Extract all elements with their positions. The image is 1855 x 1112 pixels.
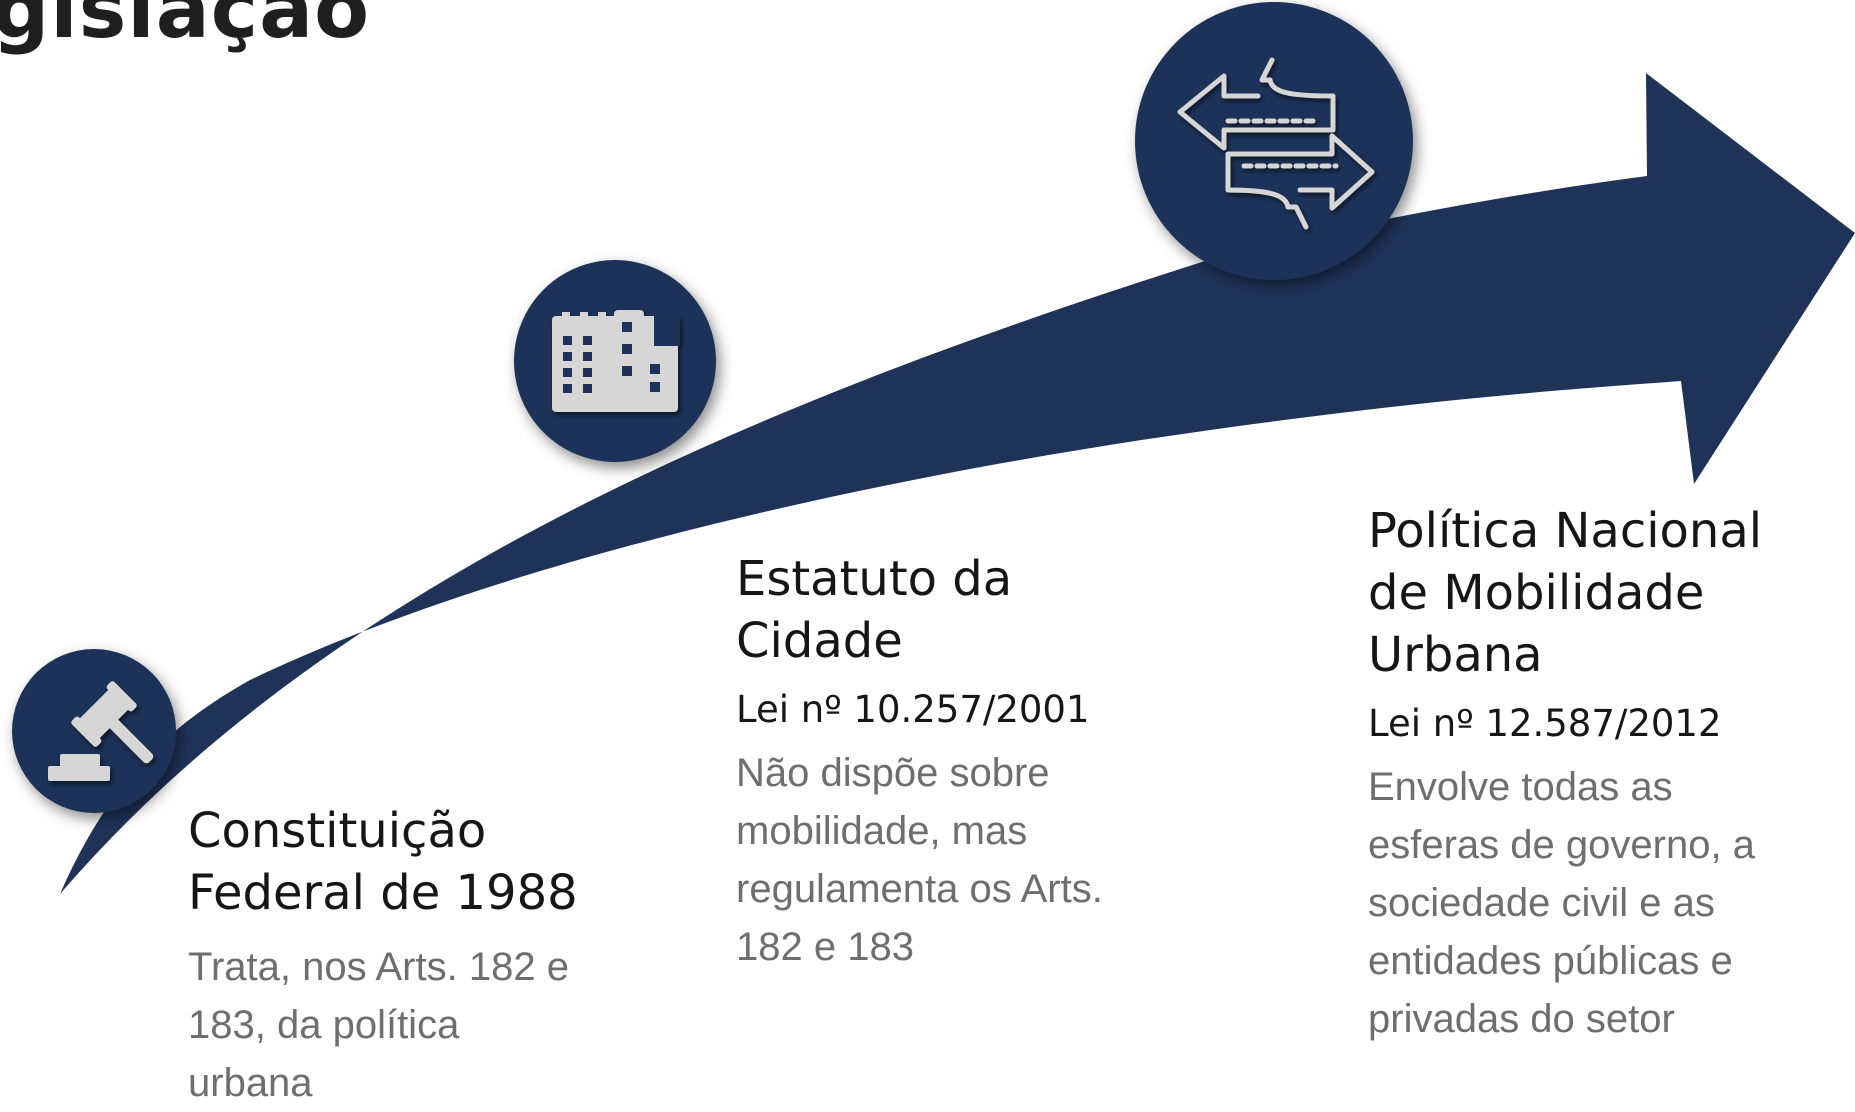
milestone-title-2012: Política Nacional de Mobilidade Urbana <box>1368 503 1763 683</box>
timeline-arrow <box>60 73 1855 894</box>
milestone-law-number-2001: Lei nº 10.257/2001 <box>736 688 1090 731</box>
page-title: gislação <box>0 0 371 56</box>
milestone-icon-circle-2001 <box>514 260 716 462</box>
milestone-title-1988: Constituição Federal de 1988 <box>188 803 578 921</box>
buildings-icon <box>552 310 680 412</box>
milestone-text-1988: Constituição Federal de 1988 Trata, nos … <box>188 800 578 1112</box>
milestone-text-2012: Política Nacional de Mobilidade Urbana L… <box>1368 500 1762 1048</box>
milestone-description-2012: Envolve todas as esferas de governo, a s… <box>1368 765 1755 1041</box>
milestone-icon-circle-2012 <box>1135 2 1413 280</box>
milestone-law-number-2012: Lei nº 12.587/2012 <box>1368 702 1722 745</box>
milestone-text-2001: Estatuto da Cidade Lei nº 10.257/2001 Nã… <box>736 548 1103 976</box>
road-arrows-icon <box>1177 57 1375 230</box>
milestone-title-2001: Estatuto da Cidade <box>736 551 1013 669</box>
milestone-description-2001: Não dispõe sobre mobilidade, mas regulam… <box>736 751 1103 969</box>
gavel-icon <box>48 681 154 781</box>
milestone-description-1988: Trata, nos Arts. 182 e 183, da política … <box>188 945 569 1105</box>
milestone-icon-circle-1988 <box>12 649 176 813</box>
